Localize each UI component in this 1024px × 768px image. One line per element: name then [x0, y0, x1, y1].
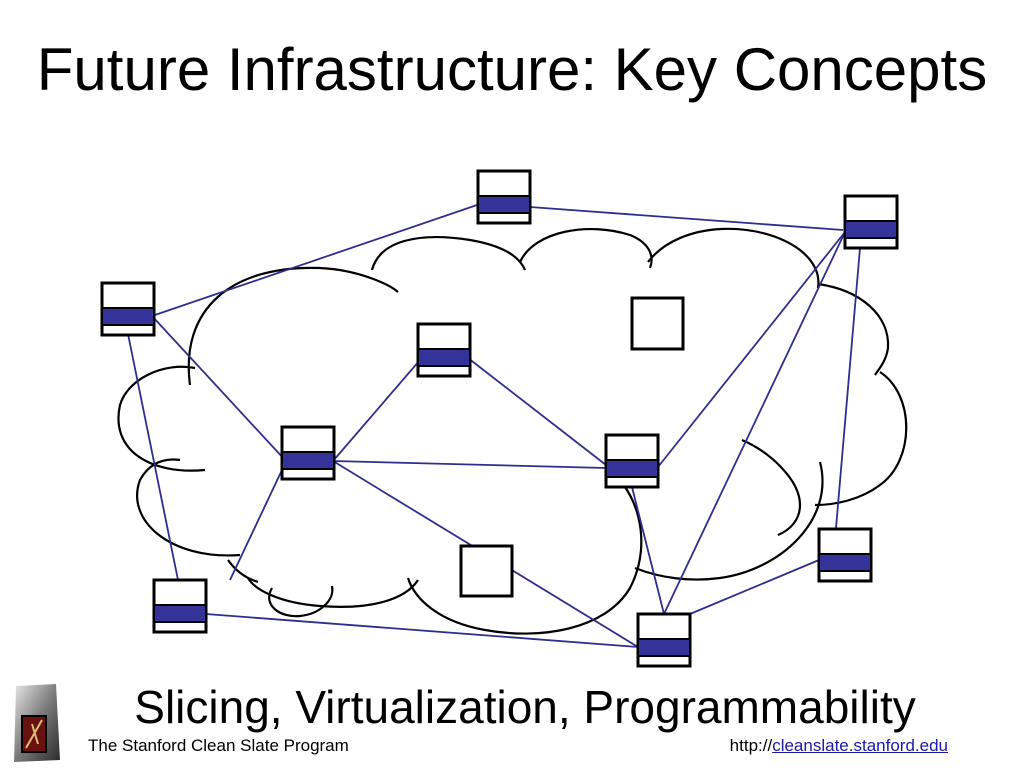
- footer-url: http://cleanslate.stanford.edu: [730, 736, 948, 756]
- network-link-i-g: [689, 559, 820, 615]
- footer-url-link[interactable]: cleanslate.stanford.edu: [772, 736, 948, 755]
- network-link-c-e: [151, 315, 286, 461]
- network-link-d-f: [467, 357, 607, 466]
- programmable-switch-node: [636, 612, 692, 668]
- network-link-b-i: [663, 231, 846, 615]
- network-link-c-a: [151, 204, 478, 317]
- network-link-e-h: [229, 469, 283, 581]
- programmable-switch-node: [152, 578, 208, 634]
- programmable-switch-node: [817, 527, 873, 583]
- footer-program-name: The Stanford Clean Slate Program: [88, 736, 349, 755]
- network-cloud: [117, 227, 908, 635]
- network-link-a-b: [529, 206, 844, 231]
- network-link-c-h: [127, 333, 179, 581]
- plain-node-box: [459, 544, 514, 598]
- network-link-h-i: [205, 613, 639, 648]
- programmable-switch-node: [604, 433, 660, 489]
- network-nodes: [100, 169, 899, 668]
- slide-subtitle: Slicing, Virtualization, Programmability: [134, 681, 916, 733]
- network-link-f-i: [631, 486, 665, 615]
- programmable-switch-node: [100, 281, 156, 337]
- programmable-switch-node: [280, 425, 336, 481]
- network-link-e-f: [332, 460, 607, 469]
- stanford-clean-slate-logo-icon: [14, 684, 60, 762]
- slide-title: Future Infrastructure: Key Concepts: [36, 36, 988, 103]
- network-link-b-g: [835, 247, 861, 529]
- programmable-switch-node: [476, 169, 532, 225]
- programmable-switch-node: [843, 194, 899, 250]
- network-link-f-b: [657, 231, 846, 468]
- plain-node-box: [630, 296, 685, 351]
- network-link-e-d: [332, 359, 421, 462]
- programmable-switch-node: [416, 322, 472, 378]
- footer-url-prefix: http://: [729, 736, 773, 755]
